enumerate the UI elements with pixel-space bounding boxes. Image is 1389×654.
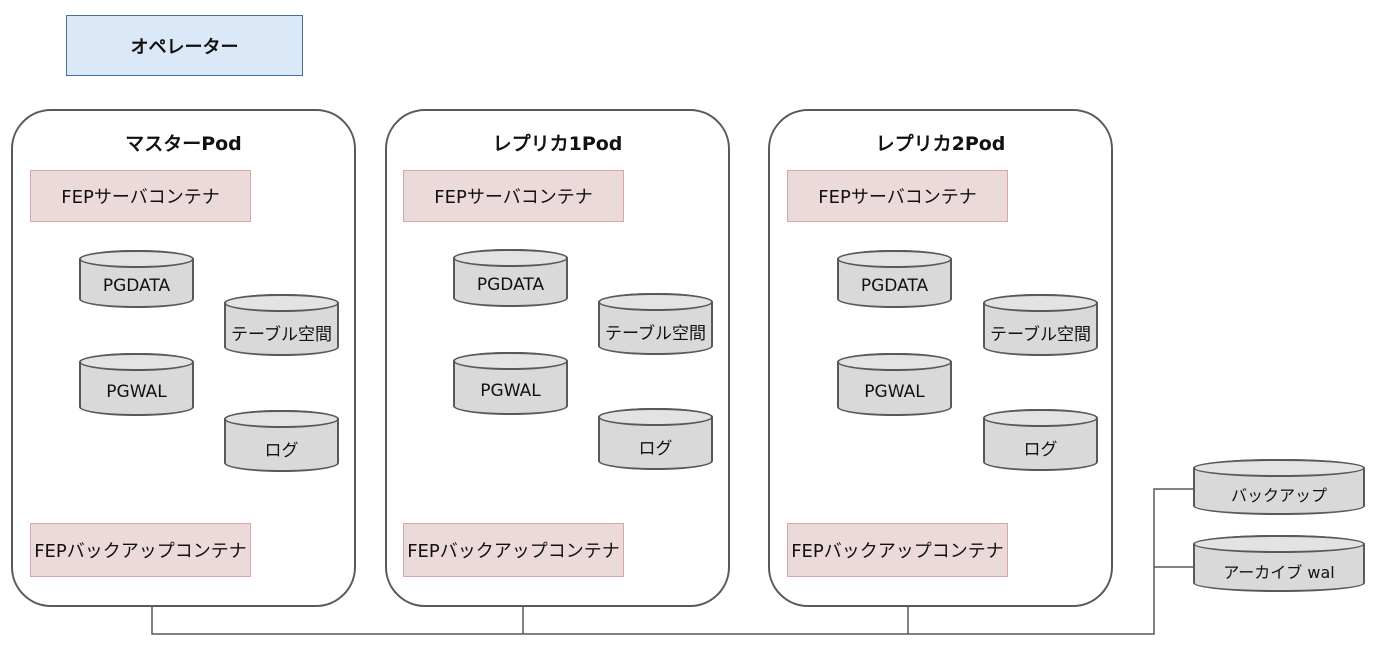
volume-pgdata-master: PGDATA — [79, 250, 194, 308]
server-container-label: FEPサーバコンテナ — [818, 187, 977, 208]
volume-label: テーブル空間 — [990, 324, 1091, 345]
backup-container-label: FEPバックアップコンテナ — [791, 541, 1004, 562]
volume-log-replica1: ログ — [598, 408, 713, 470]
volume-label: ログ — [638, 438, 673, 459]
volume-label: PGDATA — [102, 276, 171, 296]
backup-container-replica1: FEPバックアップコンテナ — [403, 523, 624, 577]
operator-box: オペレーター — [66, 15, 303, 76]
pod-title: マスターPod — [125, 133, 242, 155]
storage-archive-wal-label: アーカイブ wal — [1223, 562, 1335, 582]
server-container-master: FEPサーバコンテナ — [30, 170, 251, 222]
pod-title: レプリカ2Pod — [875, 133, 1006, 155]
volume-tablespace-replica1: テーブル空間 — [598, 293, 713, 355]
volume-label: ログ — [264, 440, 299, 461]
volume-label: PGDATA — [860, 276, 929, 296]
backup-container-replica2: FEPバックアップコンテナ — [787, 523, 1008, 577]
storage-archive-wal: アーカイブ wal — [1193, 535, 1365, 592]
operator-label: オペレーター — [130, 36, 239, 58]
server-container-replica1: FEPサーバコンテナ — [403, 170, 624, 222]
volume-tablespace-replica2: テーブル空間 — [983, 294, 1098, 356]
volume-pgwal-replica2: PGWAL — [837, 353, 952, 416]
server-container-label: FEPサーバコンテナ — [434, 187, 593, 208]
volume-log-master: ログ — [224, 410, 339, 472]
volume-label: テーブル空間 — [605, 323, 706, 344]
volume-pgwal-master: PGWAL — [79, 353, 194, 416]
server-container-label: FEPサーバコンテナ — [61, 187, 220, 208]
volume-label: PGWAL — [480, 380, 541, 401]
volume-pgdata-replica2: PGDATA — [837, 250, 952, 308]
volume-log-replica2: ログ — [983, 409, 1098, 471]
volume-label: ログ — [1023, 439, 1058, 460]
volume-label: テーブル空間 — [231, 324, 332, 345]
backup-container-master: FEPバックアップコンテナ — [30, 523, 251, 577]
volume-pgdata-replica1: PGDATA — [453, 249, 568, 307]
volume-label: PGDATA — [476, 275, 545, 295]
backup-container-label: FEPバックアップコンテナ — [34, 541, 247, 562]
volume-pgwal-replica1: PGWAL — [453, 352, 568, 415]
volume-label: PGWAL — [864, 381, 925, 402]
volume-tablespace-master: テーブル空間 — [224, 294, 339, 356]
volume-label: PGWAL — [106, 381, 167, 402]
storage-backup: バックアップ — [1193, 459, 1365, 515]
storage-backup-label: バックアップ — [1230, 486, 1327, 505]
server-container-replica2: FEPサーバコンテナ — [787, 170, 1008, 222]
backup-container-label: FEPバックアップコンテナ — [407, 541, 620, 562]
pod-title: レプリカ1Pod — [492, 133, 623, 155]
